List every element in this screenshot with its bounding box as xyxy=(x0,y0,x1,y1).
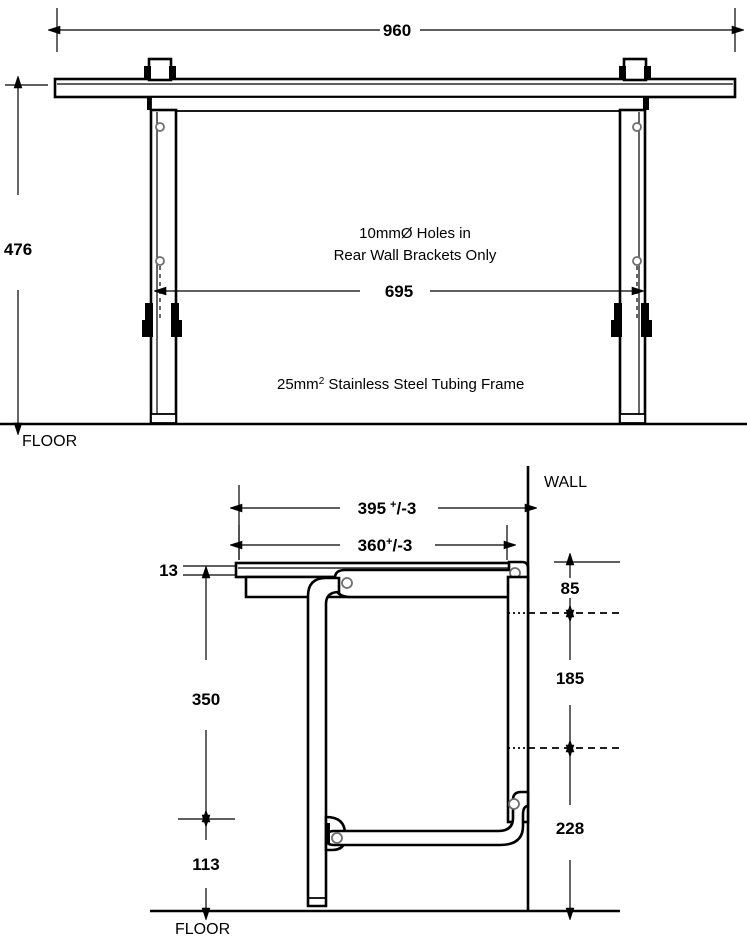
lower-brace-left-pivot-hole xyxy=(331,832,343,844)
table-top-slab xyxy=(53,77,737,99)
wall-label: WALL xyxy=(544,474,587,491)
left-top-stud xyxy=(147,57,173,82)
note-holes-line2: Rear Wall Brackets Only xyxy=(334,247,497,264)
right-under-slab-clamp xyxy=(643,97,649,110)
dim-label-695: 695 xyxy=(385,282,413,301)
lower-brace-left-shim xyxy=(326,823,330,843)
dim-label-185: 185 xyxy=(556,669,584,688)
right-lower-bracket-hole xyxy=(632,256,642,266)
dim-label-228: 228 xyxy=(556,819,584,838)
floor-label-side: FLOOR xyxy=(175,921,230,938)
right-wall-bracket-inner xyxy=(614,303,622,337)
left-upper-bracket-hole xyxy=(155,122,165,132)
upper-bracket-body xyxy=(333,560,530,599)
right-top-stud-flange-left xyxy=(619,66,626,80)
left-leg-tube xyxy=(149,108,178,425)
dimension-depth-overall: 395+/-3 xyxy=(239,485,525,560)
right-top-stud xyxy=(622,57,648,82)
dim-395-tol-sub: /-3 xyxy=(396,499,416,518)
left-under-slab-clamp xyxy=(147,97,153,110)
lower-cross-brace xyxy=(324,790,530,852)
dimension-overall-width: 960 xyxy=(57,8,735,52)
left-leg-assembly xyxy=(142,57,645,425)
dimension-overall-height: 476 xyxy=(4,85,48,423)
left-lower-bracket-hole xyxy=(155,256,165,266)
right-top-stud-flange-right xyxy=(644,66,651,80)
left-top-stud-flange-left xyxy=(144,66,151,80)
left-wall-bracket-tab-inner xyxy=(176,320,182,337)
side-view-group: WALL FLOOR 395+/-3 360+/-3 13 xyxy=(150,466,620,938)
front-cross-rail xyxy=(150,96,645,112)
upper-arm-pivot-hole xyxy=(341,577,353,589)
note-frame-prefix: 25mm xyxy=(277,376,319,393)
right-upper-bracket-hole xyxy=(632,122,642,132)
left-wall-bracket-inner xyxy=(171,303,179,337)
dim-label-960: 960 xyxy=(383,21,411,40)
right-wall-bracket-tab-outer xyxy=(646,320,652,337)
dim-395-tol-sup: + xyxy=(390,499,396,511)
dim-label-113: 113 xyxy=(192,855,219,874)
table-top-front xyxy=(53,77,737,99)
dimension-228: 228 xyxy=(556,752,584,908)
dim-360-value: 360 xyxy=(358,536,386,555)
front-leg xyxy=(306,576,341,908)
dim-label-395: 395 +/-3 xyxy=(358,499,417,518)
dimension-bracket-spacing: 695 xyxy=(166,282,632,301)
dim-360-tol-sup: + xyxy=(386,536,392,548)
right-leg-assembly xyxy=(611,57,652,425)
left-wall-bracket-outer xyxy=(145,303,153,337)
dim-label-360: 360+/-3 xyxy=(358,536,413,555)
left-top-stud-flange-right xyxy=(169,66,176,80)
note-frame-material: 25mm2 Stainless Steel Tubing Frame xyxy=(277,376,524,393)
dim-label-350: 350 xyxy=(192,690,220,709)
dimension-depth-top: 360+/-3 xyxy=(239,525,507,560)
lower-brace-right-pivot-hole xyxy=(508,798,520,810)
floor-label-front: FLOOR xyxy=(22,433,77,450)
dim-395-value: 395 xyxy=(358,499,386,518)
right-leg-tube xyxy=(618,108,647,425)
left-wall-bracket-tab-outer xyxy=(142,320,148,337)
dim-label-85: 85 xyxy=(561,579,580,598)
front-view-notes: 10mmØ Holes in Rear Wall Brackets Only 2… xyxy=(277,225,524,393)
front-view-group: 960 476 FLOOR xyxy=(0,8,747,450)
note-frame-superscript: 2 xyxy=(319,376,325,387)
dimension-85: 85 xyxy=(554,562,620,610)
right-wall-bracket-tab-inner xyxy=(611,320,617,337)
dim-label-13: 13 xyxy=(159,561,178,580)
dim-360-tol-sub: /-3 xyxy=(392,536,412,555)
note-holes-line1: 10mmØ Holes in xyxy=(359,225,471,242)
dimension-113: 113 xyxy=(178,819,235,908)
dim-label-476: 476 xyxy=(4,240,32,259)
dimension-185: 185 xyxy=(556,617,584,745)
note-frame-suffix: Stainless Steel Tubing Frame xyxy=(324,376,524,393)
wall-hole-centerlines xyxy=(508,612,620,749)
right-leg-foot xyxy=(619,413,646,424)
front-leg-tube xyxy=(306,576,341,908)
dimension-350: 350 xyxy=(192,578,220,815)
left-leg-foot xyxy=(150,413,177,424)
right-wall-bracket-outer xyxy=(641,303,649,337)
upper-wall-bracket xyxy=(333,560,530,599)
